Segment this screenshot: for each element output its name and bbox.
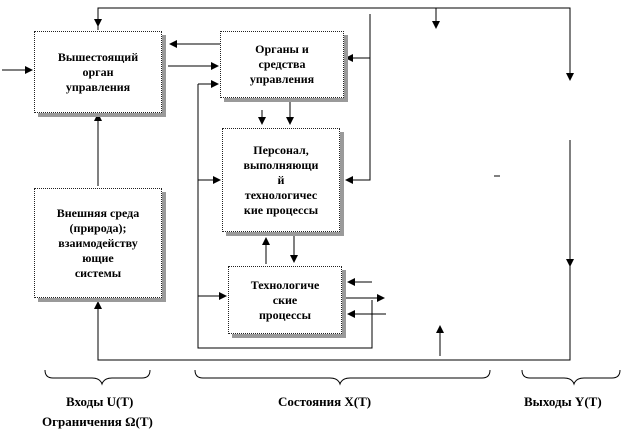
higher-authority-block: Вышестоящий орган управления xyxy=(34,31,162,113)
left-internal-loop xyxy=(197,84,373,349)
outputs-label: Выходы Y(T) xyxy=(524,394,602,409)
brace-states xyxy=(194,369,491,386)
right-vertical-state-line xyxy=(346,14,371,181)
inputs-label: Входы U(T) xyxy=(66,394,134,409)
brace-inputs xyxy=(44,369,151,386)
environment-block: Внешняя среда (природа); взаимодейству ю… xyxy=(34,188,162,298)
brace-outputs xyxy=(521,369,621,386)
states-label: Состояния X(T) xyxy=(278,394,372,409)
personnel-block: Персонал, выполняющи й технологичес кие … xyxy=(222,128,340,232)
constraints-label: Ограничения Ω(T) xyxy=(42,414,153,429)
processes-block: Технологиче ские процессы xyxy=(228,266,342,334)
management-bodies-block: Органы и средства управления xyxy=(220,31,344,98)
